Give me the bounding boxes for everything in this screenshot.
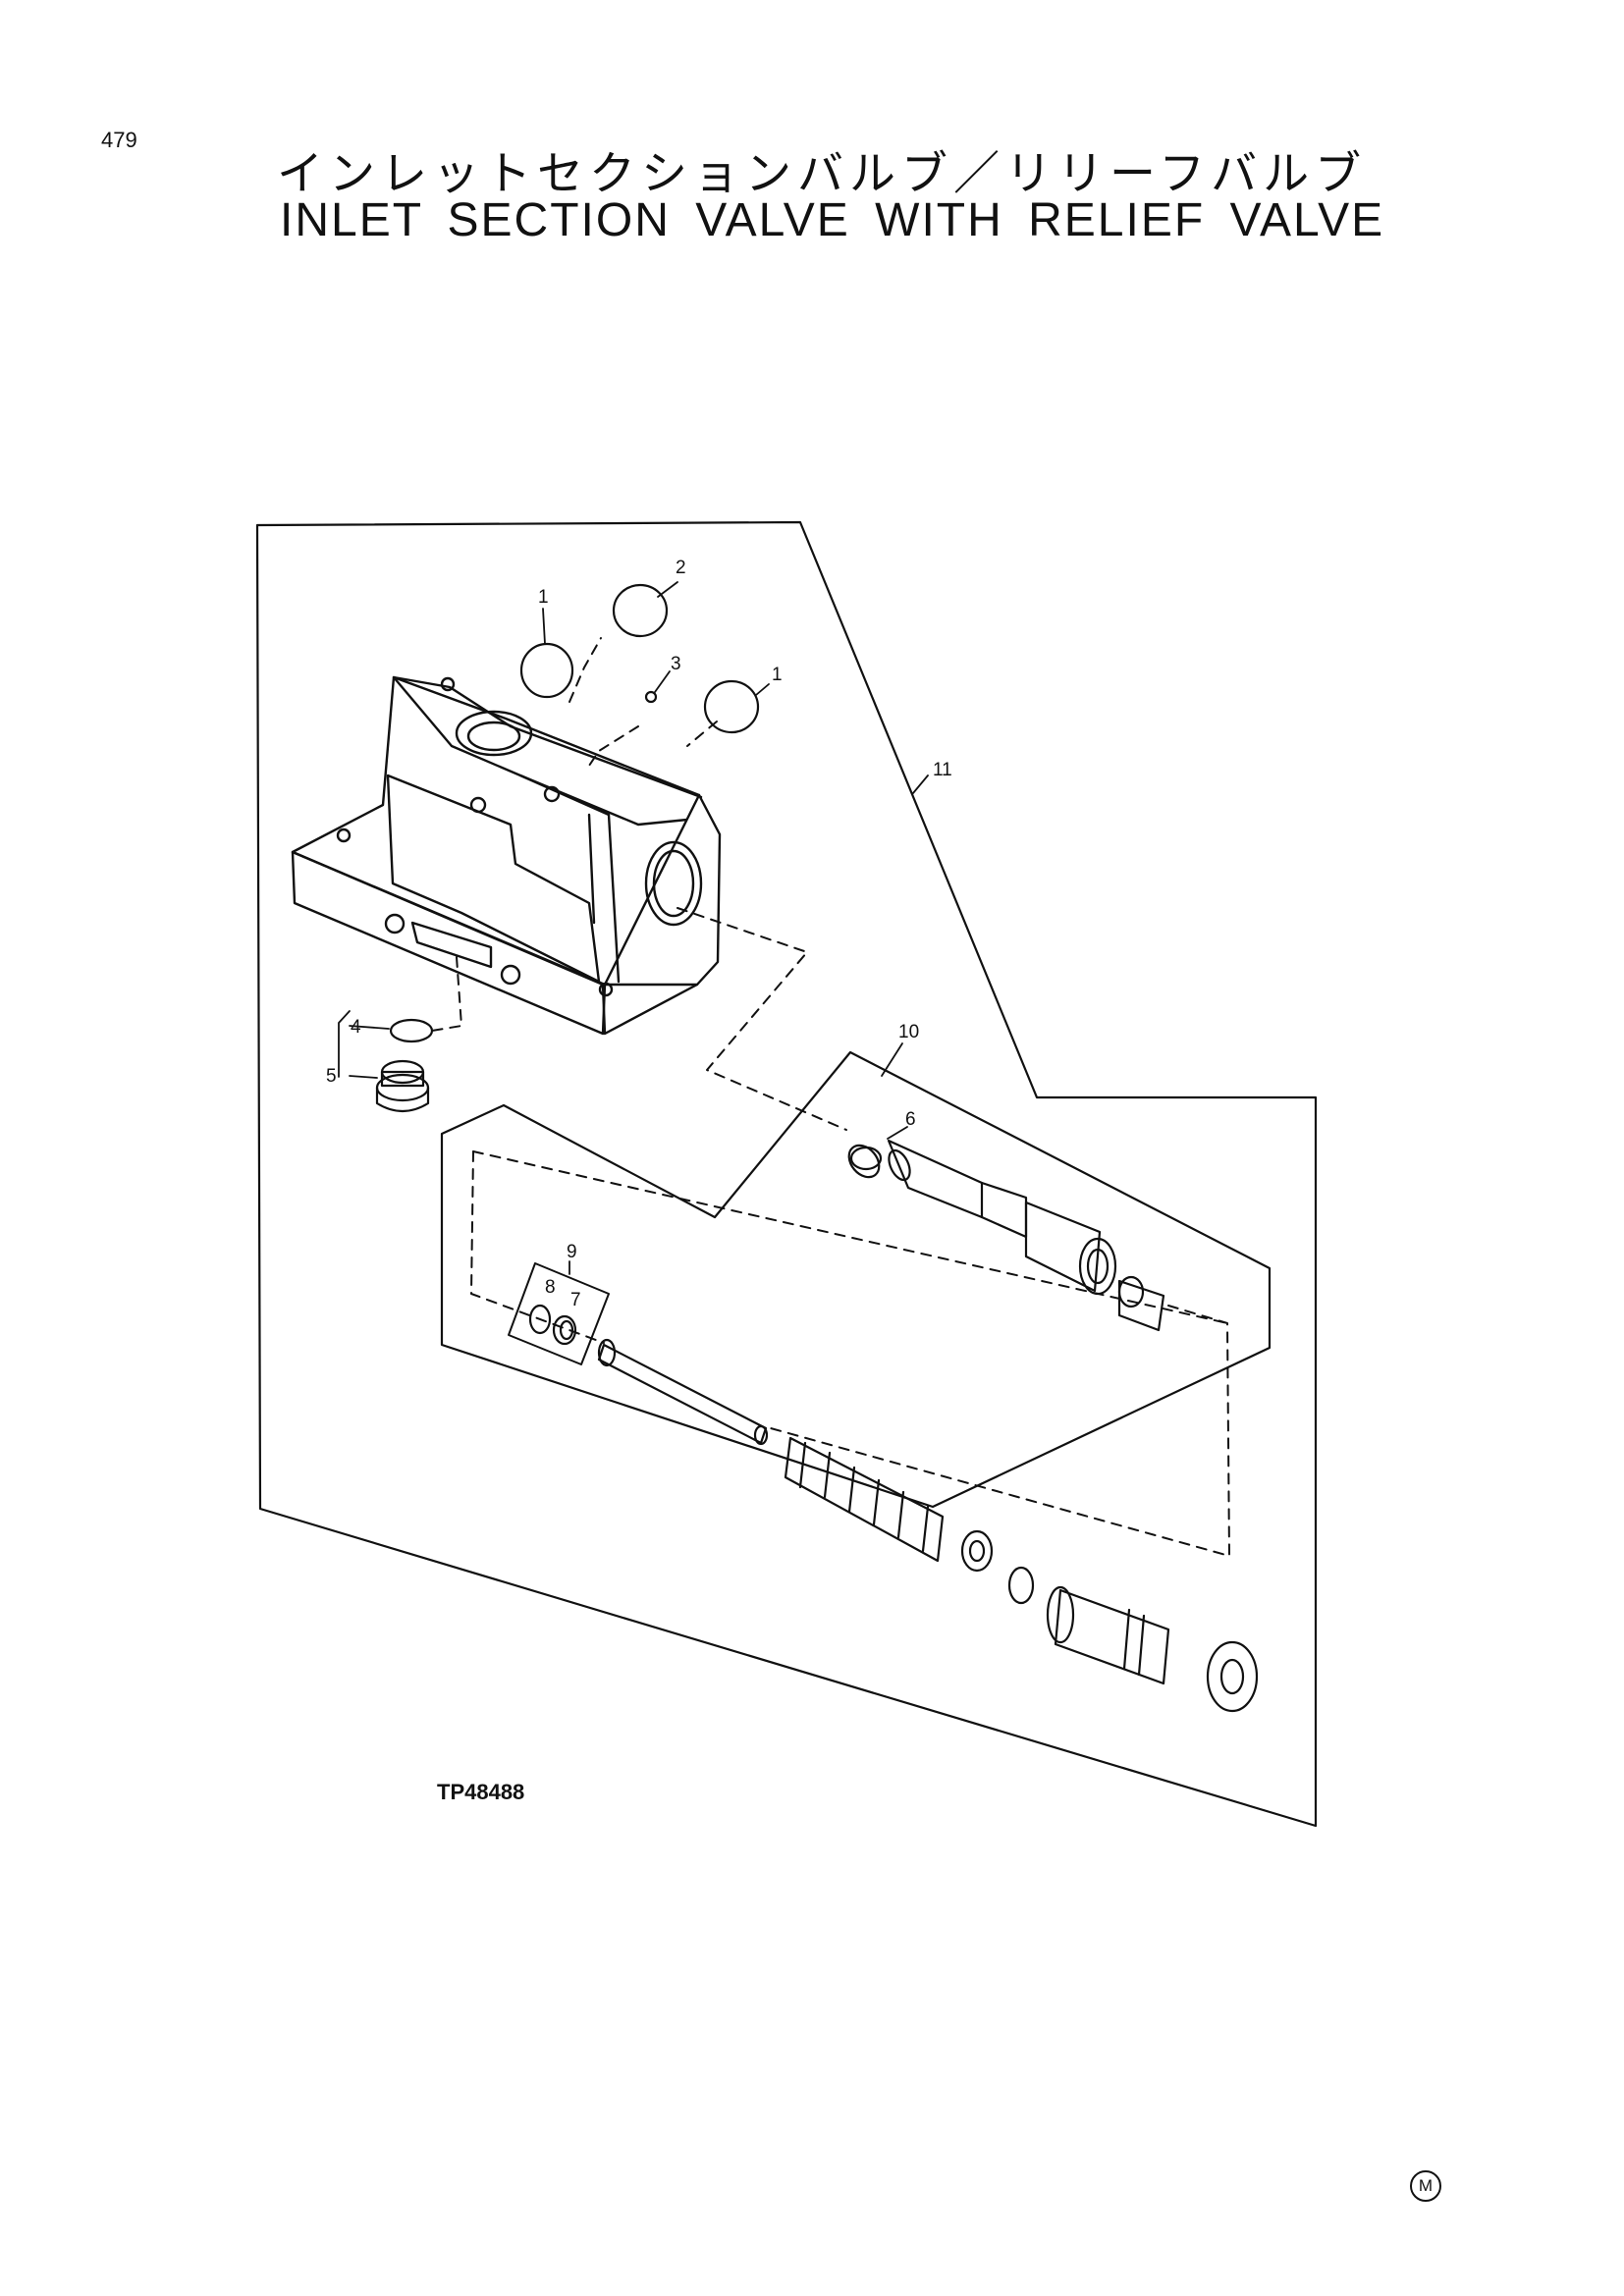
callout-1a: 1 (538, 587, 549, 608)
seal-1-right (703, 679, 760, 734)
ball-3 (644, 690, 658, 704)
guide-dash-g (472, 1150, 1228, 1324)
seal-2 (612, 583, 669, 638)
guide-dash-f (470, 1150, 605, 1344)
callout-6: 6 (905, 1109, 916, 1130)
callout-2: 2 (676, 558, 686, 578)
guide-dash-e (686, 721, 718, 747)
callout-8: 8 (545, 1277, 556, 1298)
guide-dash-a (677, 907, 847, 1131)
figure-code: TP48488 (437, 1780, 525, 1804)
o-ring-6 (847, 1144, 881, 1179)
callout-5: 5 (326, 1066, 337, 1087)
guide-dash-h (770, 1305, 1230, 1557)
ring-8 (528, 1304, 552, 1335)
callout-3: 3 (671, 654, 681, 674)
callout-7: 7 (570, 1290, 581, 1310)
callout-9: 9 (567, 1242, 577, 1262)
ring-7 (552, 1314, 577, 1346)
callout-11: 11 (933, 760, 952, 780)
callout-10: 10 (898, 1022, 919, 1042)
o-ring-4 (389, 1018, 434, 1043)
relief-valve-body (847, 1139, 1165, 1332)
assembly-11-outline (255, 520, 1318, 1828)
kit-9-outline (508, 1262, 610, 1365)
title-english: INLET SECTION VALVE WITH RELIEF VALVE (280, 194, 1385, 246)
seal-1-left (519, 642, 574, 699)
guide-dash-d (588, 725, 639, 767)
guide-dash-b (431, 956, 462, 1032)
page-number: 479 (101, 128, 137, 152)
callout-4: 4 (351, 1017, 361, 1038)
inlet-valve-body (291, 675, 722, 1036)
callout-1b: 1 (772, 665, 783, 685)
plug-5 (375, 1059, 430, 1113)
assembly-10-outline (440, 1050, 1272, 1509)
guide-dash-c (568, 637, 602, 703)
corner-mark: M (1410, 2170, 1441, 2202)
title-japanese: インレットセクションバルブ／リリーフバルブ (277, 147, 1368, 201)
relief-internal-parts (528, 1304, 1259, 1713)
